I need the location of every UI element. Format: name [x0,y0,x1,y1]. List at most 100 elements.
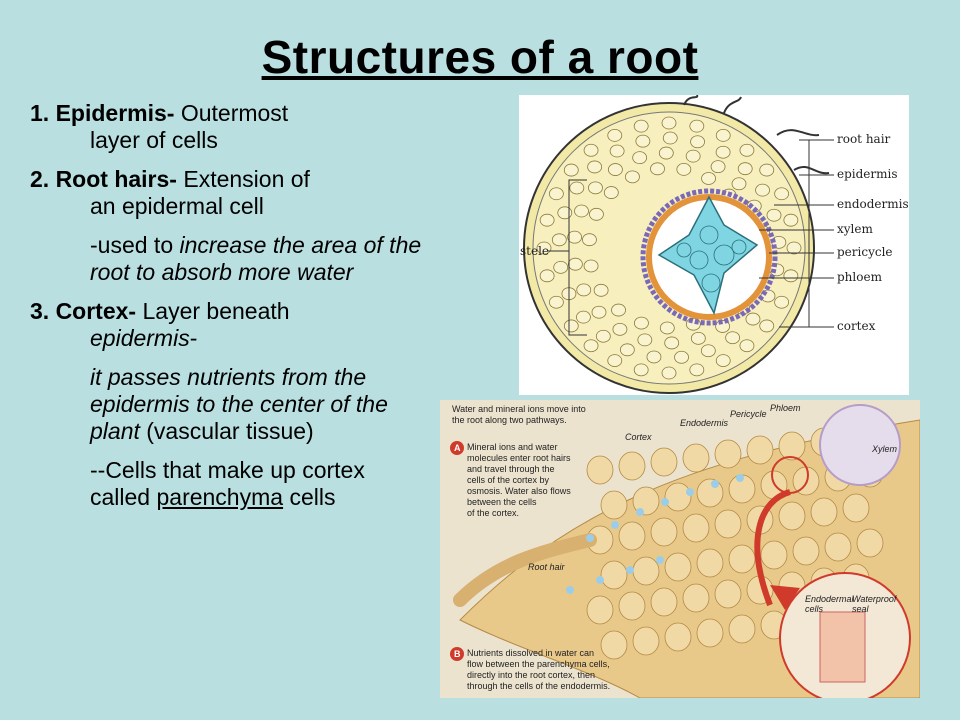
cortex-cell [739,339,755,353]
a-line-6: between the cells [467,497,537,507]
root-hair-3 [776,129,820,137]
point-cortex: 3. Cortex- Layer beneath epidermis- [30,298,430,352]
parenchyma-cell [714,439,742,469]
cortex-cell [745,312,761,326]
parenchyma-cell [600,630,628,660]
cortex-cell [710,160,726,174]
cortex-cell [593,283,609,297]
label-cortex: cortex [837,319,876,333]
cortex-cell [685,149,701,163]
parenchyma-cell [618,451,646,481]
badge-b [450,647,464,661]
xylem-shape [657,195,759,316]
root-hair-shape [453,533,597,607]
point-text: Layer beneath [136,298,290,324]
cortex-cell [595,329,611,343]
parenchyma-cell [696,548,724,578]
parenchyma-cell [600,560,628,590]
cortex-cell [676,162,692,176]
subpoint-emphasis: increase the area of the root to absorb … [90,232,422,285]
cortex-cell [588,181,603,195]
cortex-cell [607,163,623,176]
label-pericycle: pericycle [837,245,893,259]
cortex-cell [690,135,705,149]
point-root-hairs: 2. Root hairs- Extension of an epidermal… [30,166,430,220]
cortex-cell [603,186,619,199]
cortex-cell [583,143,599,157]
cortex-cell [646,350,662,364]
pathway-svg: Water and mineral ions move into the roo… [440,400,920,698]
subpoint-emphasis: it passes nutrients from the epidermis t… [90,364,388,444]
cortex-cell [701,172,716,185]
parenchyma-cell [810,497,838,527]
cortex-cell [563,163,579,177]
parenchyma-cell [632,626,660,656]
parenchyma-cell [760,540,788,570]
label-xylem: xylem [837,222,873,236]
parenchyma-cell [696,478,724,508]
cortex-cell [567,230,583,244]
b-line-3: directly into the root cortex, then [467,670,595,680]
cortex-cell [637,333,653,347]
parenchyma-cell [792,536,820,566]
point-text-cont: layer of cells [90,127,218,153]
point-heading: 3. Cortex- [30,298,137,324]
subpoint-cortex-cells: --Cells that make up cortex called paren… [30,457,430,511]
cortex-cell [661,116,677,130]
cortex-cell [569,181,585,195]
xylem-region [819,404,901,486]
subpoint-underline: parenchyma [156,484,284,510]
parenchyma-cell [618,591,646,621]
cortex-cell [739,143,755,157]
cortex-cell [700,344,716,358]
parenchyma-cell [696,618,724,648]
cortex-cell [661,366,677,380]
point-text: Outermost [174,100,289,126]
water-path [566,474,744,594]
xylem-cells [676,225,747,293]
label-root-hair: root hair [837,132,891,146]
cortex-cell [664,336,680,350]
point-text-cont: an epidermal cell [90,193,264,219]
b-line-4: through the cells of the endodermis. [467,681,610,691]
parenchyma-cell [714,579,742,609]
subpoint-text: --Cells that make up cortex called [90,457,365,510]
cortex-cell [690,331,706,345]
cortex-cell [674,350,689,364]
point-text: Extension of [176,166,310,192]
parenchyma-cell [650,447,678,477]
cortex-cell [737,162,753,176]
point-heading: 2. Root hairs- [30,166,177,192]
label-waterproof-seal-1: Waterproof [852,594,898,604]
cortex-cell [612,322,628,336]
root-hair-2 [723,96,742,114]
cortex-cell [634,316,649,330]
parenchyma-cell [746,435,774,465]
cortex-cell [548,295,564,309]
a-line-3: and travel through the [467,464,555,474]
a-line-7: of the cortex. [467,508,519,518]
cross-section-svg: root hair epidermis endodermis xylem per… [520,94,909,394]
leader-lines [759,139,834,328]
water-pathway-figure: Water and mineral ions move into the roo… [440,400,920,698]
cortex-cell [689,119,705,133]
cortex-cell [553,260,569,274]
cortex-cell [619,343,635,357]
cortex-cell [611,303,626,317]
label-waterproof-seal-2: seal [852,604,870,614]
label-cortex: Cortex [625,432,652,442]
cortex-cell [783,269,799,283]
label-root-hair: Root hair [528,562,566,572]
parenchyma-cell [664,622,692,652]
cortex-cell [587,160,603,174]
parenchyma-cell [842,493,870,523]
label-stele: stele [520,244,549,258]
cortex-cell [589,207,604,221]
cortex-cell [567,257,583,271]
label-endodermal-cells-1: Endodermal [805,594,855,604]
subpoint-root-hairs-use: -used to increase the area of the root t… [30,232,430,286]
b-line-1: Nutrients dissolved in water can [467,648,594,658]
badge-a [450,441,464,455]
intro-line-1: Water and mineral ions move into [452,404,586,414]
parenchyma-cell [650,517,678,547]
